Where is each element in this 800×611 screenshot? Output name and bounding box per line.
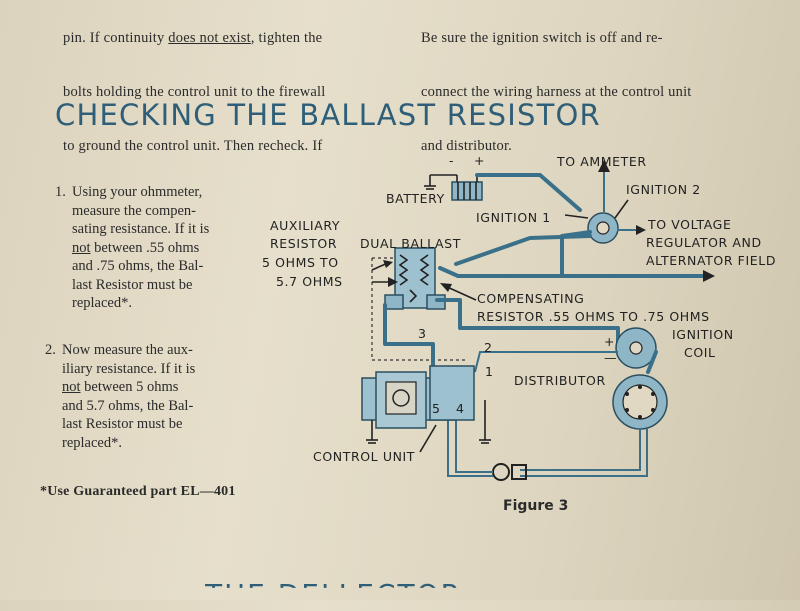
top-right-line-3: and distributor.	[421, 138, 512, 154]
auxiliary-label-3: 5 OHMS TO	[262, 255, 339, 270]
battery-symbol	[424, 174, 483, 201]
compensating-label-1: COMPENSATING	[477, 291, 584, 306]
ballast-to-pin3-wire	[383, 303, 435, 374]
next-section-heading-partial: THE DELLECTOR	[205, 578, 463, 611]
step-2-line: iliary resistance. If it is	[62, 360, 196, 377]
top-left-line-1: pin. If continuity does not exist, tight…	[63, 30, 323, 46]
top-right-line-2: connect the wiring harness at the contro…	[421, 84, 692, 100]
ballast-to-coil-wire	[435, 298, 620, 347]
ammeter-arrow	[598, 160, 610, 172]
ignition-start-wire	[454, 234, 592, 266]
battery-plus-label: +	[474, 153, 485, 168]
pin-1-label: 1	[485, 364, 494, 379]
to-voltage-label-1: TO VOLTAGE	[647, 217, 731, 232]
step-1-line: last Resistor must be	[72, 276, 193, 293]
step-1-number: 1.	[55, 184, 66, 200]
figure-caption: Figure 3	[503, 498, 569, 514]
top-left-line-3: to ground the control unit. Then recheck…	[63, 138, 323, 154]
control-unit-leader	[419, 424, 437, 453]
compensating-leader	[444, 285, 477, 301]
step-2-line: not between 5 ohms	[62, 379, 179, 395]
coil-plus-label: +	[604, 334, 615, 349]
step-1-line: and .75 ohms, the Bal-	[72, 258, 204, 274]
coil-to-distributor-wire	[646, 350, 658, 374]
ignition-coil-label-2: COIL	[684, 345, 716, 360]
auxiliary-label-2: RESISTOR	[270, 236, 337, 251]
footnote: *Use Guaranteed part EL—401	[40, 484, 236, 499]
coil-minus-label: —	[604, 350, 617, 365]
dual-ballast-label: DUAL BALLAST	[360, 236, 461, 251]
top-left-line-2: bolts holding the control unit to the fi…	[63, 84, 326, 100]
distributor-label: DISTRIBUTOR	[514, 373, 606, 388]
step-1-line: measure the compen-	[72, 202, 197, 219]
pin-3-label: 3	[418, 326, 427, 341]
compensating-label-2: RESISTOR .55 OHMS TO .75 OHMS	[477, 309, 710, 324]
battery-label: BATTERY	[386, 191, 445, 206]
top-text-right: Be sure the ignition switch is off and r…	[421, 0, 692, 173]
step-2: 2. Now measure the aux- iliary resistanc…	[45, 341, 240, 452]
control-unit-connector	[429, 365, 475, 421]
battery-body	[451, 181, 483, 201]
to-voltage-label-3: ALTERNATOR FIELD	[646, 253, 776, 268]
control-unit	[361, 365, 491, 444]
ignition-2-leader	[614, 199, 629, 219]
battery-positive-wire	[475, 173, 582, 212]
step-1-line: Using your ohmmeter,	[72, 184, 203, 200]
step-2-line: Now measure the aux-	[62, 342, 193, 358]
pin-2-label: 2	[484, 340, 493, 355]
step-2-line: and 5.7 ohms, the Bal-	[62, 397, 194, 414]
to-ammeter-label: TO AMMETER	[556, 154, 647, 169]
section-heading: CHECKING THE BALLAST RESISTOR	[55, 98, 601, 132]
dual-ballast-resistor	[384, 247, 446, 310]
auxiliary-label-4: 5.7 OHMS	[276, 274, 343, 289]
top-text-left: pin. If continuity does not exist, tight…	[63, 0, 326, 173]
distributor-connector-wire	[520, 429, 641, 471]
pin-5-label: 5	[432, 401, 441, 416]
step-2-line: replaced*.	[62, 434, 122, 451]
auxiliary-label-1: AUXILIARY	[270, 218, 340, 233]
pin-4-label: 4	[456, 401, 465, 416]
ignition-2-label: IGNITION 2	[626, 182, 701, 197]
control-unit-label: CONTROL UNIT	[313, 449, 415, 464]
step-1-line: sating resistance. If it is	[72, 221, 210, 237]
step-1-line: replaced*.	[72, 295, 132, 311]
coil-negative-wire	[474, 351, 618, 373]
top-right-line-1: Be sure the ignition switch is off and r…	[421, 30, 663, 46]
step-2-line: last Resistor must be	[62, 416, 183, 432]
step-2-number: 2.	[45, 342, 56, 358]
step-1-line: not between .55 ohms	[72, 239, 200, 256]
step-1: 1. Using your ohmmeter, measure the comp…	[55, 183, 250, 313]
ignition-1-label: IGNITION 1	[476, 210, 551, 225]
ignition-coil-label-1: IGNITION	[672, 327, 734, 342]
ignition-1-leader	[564, 214, 589, 219]
to-voltage-label-2: REGULATOR AND	[646, 235, 762, 250]
battery-minus-label: -	[449, 153, 454, 168]
